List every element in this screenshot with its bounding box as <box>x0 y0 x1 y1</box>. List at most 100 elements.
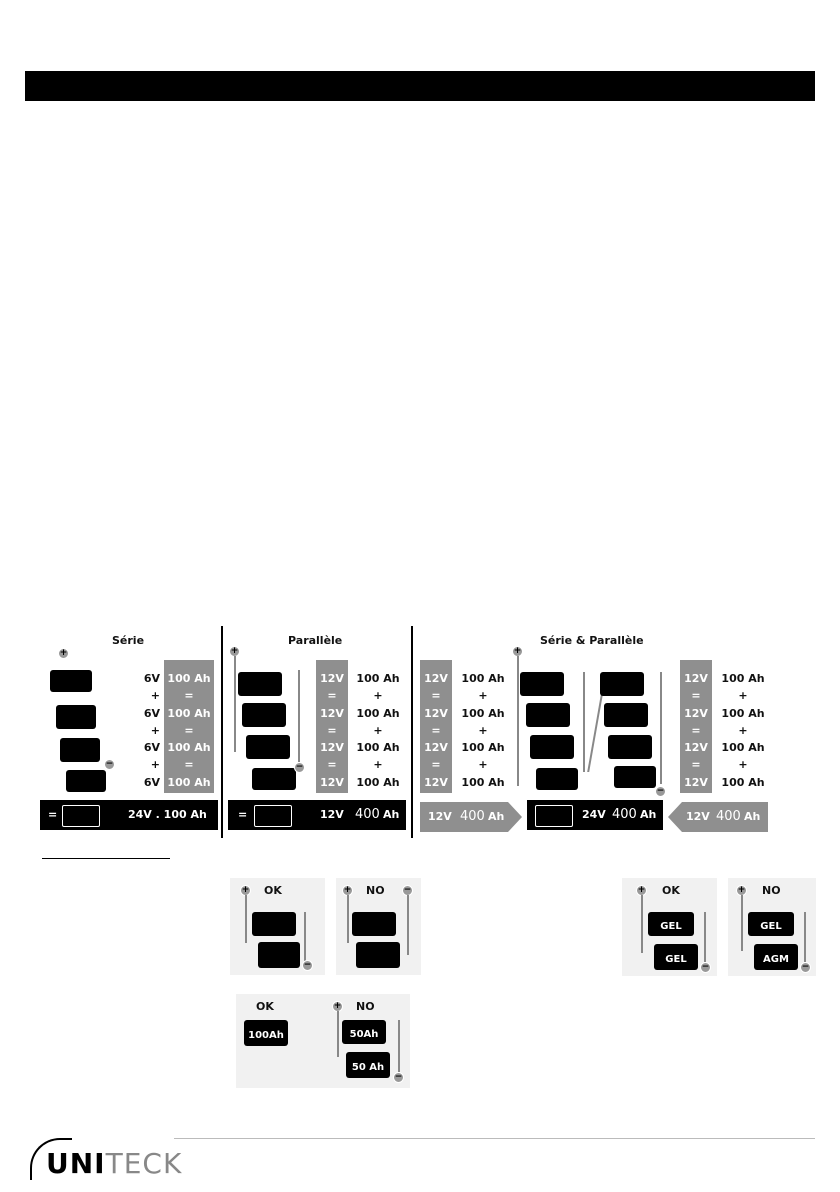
battery-icon <box>242 703 286 727</box>
capacity: 100 Ah <box>721 741 765 755</box>
wire <box>398 1020 400 1072</box>
voltage: 6V <box>143 775 160 789</box>
serie-result-bar: = 24V . 100 Ah <box>40 800 218 830</box>
equals: = <box>184 689 194 703</box>
battery-icon <box>352 912 396 936</box>
plus: + <box>478 723 488 737</box>
equals: = <box>691 689 701 703</box>
result-unit: Ah <box>640 808 657 821</box>
no-label: NO <box>762 884 781 897</box>
voltage: 12V <box>424 672 448 685</box>
equals: = <box>327 723 337 737</box>
battery-icon <box>60 738 100 762</box>
arrow-right-icon <box>508 802 522 832</box>
battery-icon <box>238 672 282 696</box>
equals: = <box>238 808 248 821</box>
result-voltage: 12V <box>320 808 344 821</box>
voltage: 12V <box>684 775 708 789</box>
ok-label: OK <box>256 1000 274 1013</box>
capacity: 100 Ah <box>461 775 505 789</box>
arrow-left-icon <box>668 802 682 832</box>
battery-icon <box>608 735 652 759</box>
battery-icon <box>526 703 570 727</box>
header-bar <box>25 71 815 101</box>
battery-icon <box>246 735 290 759</box>
separator <box>411 626 413 838</box>
capacity: 100 Ah <box>461 741 505 755</box>
battery-100ah: 100Ah <box>244 1020 288 1046</box>
equals: = <box>327 758 337 772</box>
capacity: 100 Ah <box>356 706 400 720</box>
battery-icon <box>66 770 106 792</box>
plus: + <box>373 758 383 772</box>
wire <box>304 912 306 962</box>
wire <box>234 656 236 752</box>
equals: = <box>184 758 194 772</box>
equals: = <box>431 723 441 737</box>
plus: + <box>150 758 160 772</box>
wire <box>660 672 662 784</box>
logo-arc <box>30 1138 72 1180</box>
wire <box>583 672 585 772</box>
capacity: 100 Ah <box>167 672 211 685</box>
uniteck-logo: UNITECK <box>46 1147 182 1180</box>
voltage: 12V <box>424 775 448 789</box>
battery-icon <box>600 672 644 696</box>
equals: = <box>691 758 701 772</box>
wire <box>741 895 743 951</box>
capacity: 100 Ah <box>721 775 765 789</box>
parallele-title: Parallèle <box>288 634 343 647</box>
plus: + <box>373 689 383 703</box>
plus: + <box>150 689 160 703</box>
wire <box>407 895 409 955</box>
result-capacity: 400 <box>716 809 741 824</box>
voltage: 6V <box>143 741 160 755</box>
battery-50ah: 50 Ah <box>346 1052 390 1078</box>
sp-left-capacities: 100 Ah + 100 Ah + 100 Ah + 100 Ah <box>456 670 510 791</box>
wire <box>804 912 806 962</box>
equals: = <box>691 723 701 737</box>
serie-capacity-box: 100 Ah = 100 Ah = 100 Ah = 100 Ah <box>164 660 214 793</box>
voltage: 12V <box>320 775 344 789</box>
voltage: 12V <box>684 706 708 720</box>
result-unit: Ah <box>488 810 505 823</box>
sp-right-capacities: 100 Ah + 100 Ah + 100 Ah + 100 Ah <box>716 670 770 791</box>
wire <box>337 1011 339 1057</box>
plus: + <box>150 723 160 737</box>
plus: + <box>478 689 488 703</box>
wire <box>298 670 300 762</box>
minus-terminal-icon: − <box>294 762 305 773</box>
voltage: 12V <box>320 741 344 755</box>
minus-terminal-icon: − <box>655 786 666 797</box>
example-no-polarity: NO + − <box>336 878 421 975</box>
plus: + <box>738 689 748 703</box>
separator <box>221 626 223 838</box>
voltage: 12V <box>684 741 708 755</box>
capacity: 100 Ah <box>167 706 211 720</box>
logo-text: TECK <box>105 1147 183 1180</box>
minus-terminal-icon: − <box>700 962 711 973</box>
serie-title: Série <box>112 634 145 647</box>
capacity: 100 Ah <box>167 741 211 755</box>
capacity: 100 Ah <box>721 672 765 685</box>
example-ok-type: OK + GEL GEL − <box>622 878 717 976</box>
voltage: 12V <box>320 672 344 685</box>
battery-icon <box>56 705 96 729</box>
parallele-capacities: 100 Ah + 100 Ah + 100 Ah + 100 Ah <box>352 670 404 791</box>
battery-icon <box>530 735 574 759</box>
battery-outline-icon <box>535 805 573 827</box>
battery-icon <box>604 703 648 727</box>
ok-label: OK <box>662 884 680 897</box>
wire <box>517 656 519 786</box>
ok-label: OK <box>264 884 282 897</box>
voltage: 12V <box>684 672 708 685</box>
example-capacity: OK 100Ah NO + 50Ah 50 Ah − <box>236 994 410 1088</box>
result-capacity: 400 <box>460 809 485 824</box>
plus-terminal-icon: + <box>58 648 69 659</box>
wire <box>704 912 706 962</box>
result-voltage: 12V <box>428 810 452 823</box>
battery-outline-icon <box>62 805 100 827</box>
wire <box>347 895 349 943</box>
battery-icon <box>252 768 296 790</box>
plus: + <box>373 723 383 737</box>
